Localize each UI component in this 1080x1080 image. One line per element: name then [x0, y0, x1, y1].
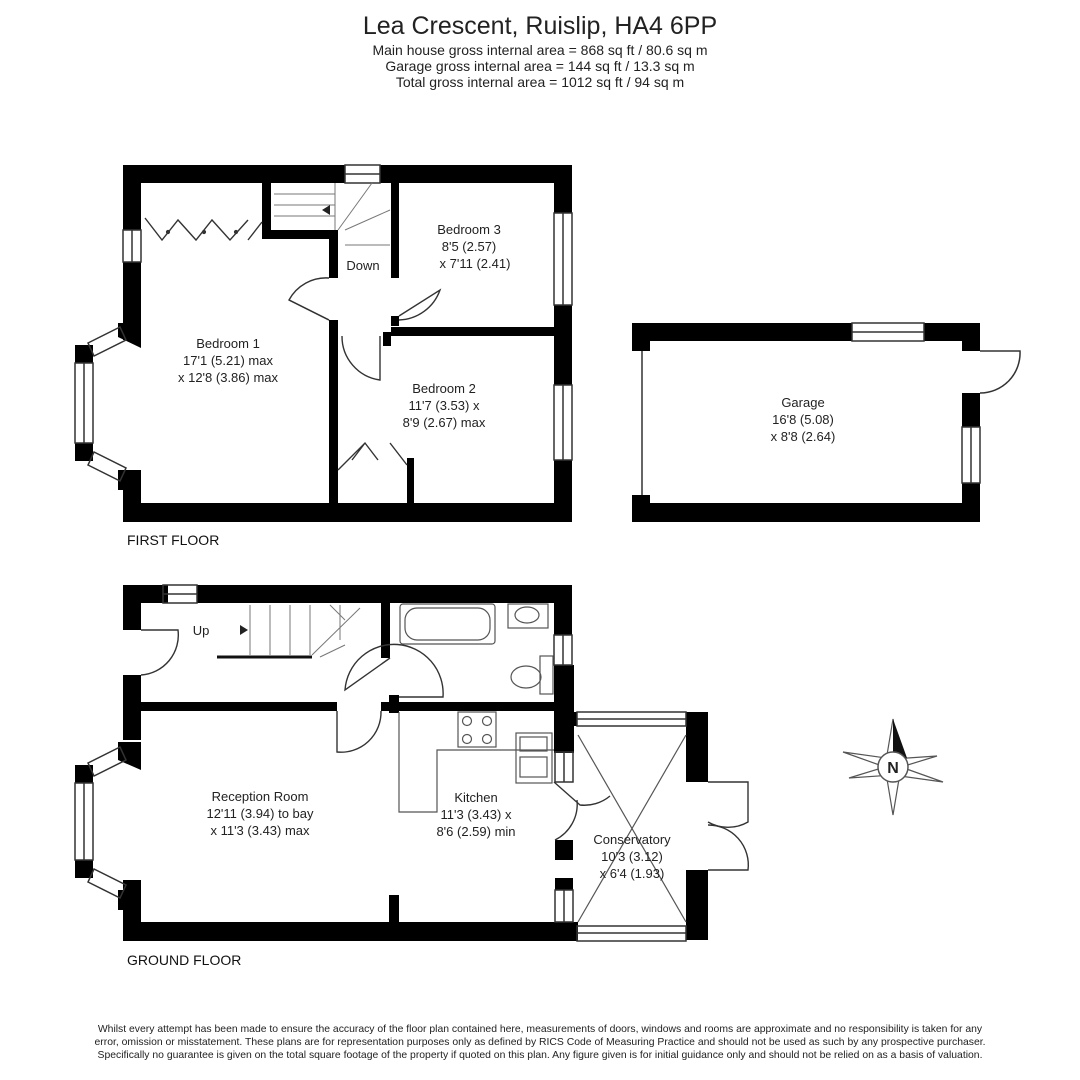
- reception-room-dim-a: 12'11 (3.94) to bay: [206, 806, 314, 821]
- stairs-up-label: Up: [193, 623, 210, 638]
- property-address-title: Lea Crescent, Ruislip, HA4 6PP: [362, 12, 718, 40]
- compass-north-letter: N: [887, 760, 899, 777]
- garage-dim-a: 16'8 (5.08): [772, 412, 834, 427]
- conservatory-dim-b: x 6'4 (1.93): [600, 866, 665, 881]
- reception-room-dim-b: x 11'3 (3.43) max: [210, 823, 310, 838]
- disclaimer-line-2: error, omission or misstatement. These p…: [94, 1037, 986, 1048]
- bedroom-2-dim-b: 8'9 (2.67) max: [403, 415, 486, 430]
- kitchen-label: Kitchen: [454, 790, 497, 805]
- plan-header: Lea Crescent, Ruislip, HA4 6PP Main hous…: [0, 10, 1080, 90]
- ground-floor-plan: [74, 584, 750, 942]
- bedroom-2-dim-a: 11'7 (3.53) x: [409, 398, 480, 413]
- first-floor-label: FIRST FLOOR: [127, 532, 219, 548]
- reception-room-label: Reception Room: [212, 789, 309, 804]
- bedroom-2-label: Bedroom 2: [412, 381, 476, 396]
- bedroom-1-dim-a: 17'1 (5.21) max: [183, 353, 273, 368]
- disclaimer-line-3: Specifically no guarantee is given on th…: [97, 1050, 983, 1061]
- kitchen-dim-a: 11'3 (3.43) x: [441, 807, 512, 822]
- garage-area: Garage gross internal area = 144 sq ft /…: [385, 58, 695, 74]
- ground-floor-label: GROUND FLOOR: [127, 952, 241, 968]
- kitchen-dim-b: 8'6 (2.59) min: [436, 824, 515, 839]
- garage-label: Garage: [781, 395, 824, 410]
- bedroom-1-label: Bedroom 1: [196, 336, 260, 351]
- conservatory-dim-a: 10'3 (3.12): [601, 849, 663, 864]
- first-floor-plan: [74, 164, 573, 522]
- bedroom-3-dim-b: x 7'11 (2.41): [440, 256, 511, 271]
- compass-rose: [842, 718, 944, 816]
- disclaimer-text: Whilst every attempt has been made to en…: [60, 1023, 1020, 1062]
- disclaimer-line-1: Whilst every attempt has been made to en…: [97, 1024, 983, 1035]
- stairs-down-label: Down: [346, 258, 379, 273]
- garage-plan: [632, 322, 1021, 522]
- total-area: Total gross internal area = 1012 sq ft /…: [395, 74, 685, 90]
- bedroom-1-dim-b: x 12'8 (3.86) max: [178, 370, 279, 385]
- main-house-area: Main house gross internal area = 868 sq …: [372, 42, 708, 58]
- bedroom-3-dim-a: 8'5 (2.57): [442, 239, 497, 254]
- bedroom-3-label: Bedroom 3: [437, 222, 501, 237]
- garage-dim-b: x 8'8 (2.64): [771, 429, 836, 444]
- conservatory-label: Conservatory: [593, 832, 671, 847]
